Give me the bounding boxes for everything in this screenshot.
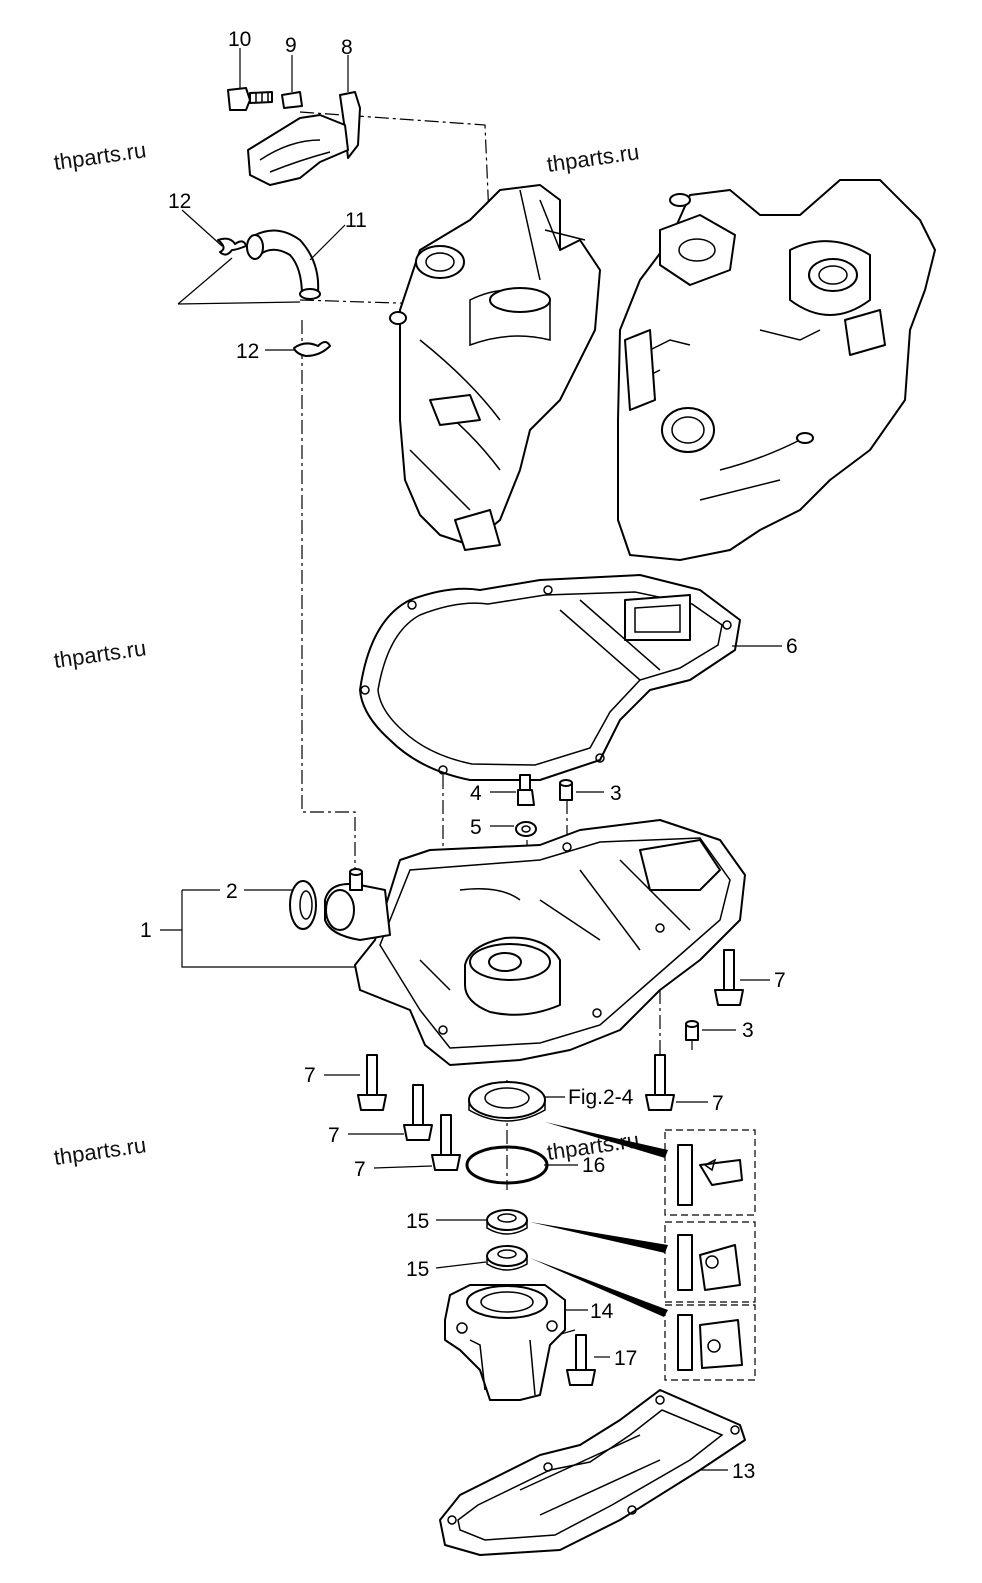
exhaust-cover-left <box>389 184 601 551</box>
clip-brace <box>177 257 301 305</box>
callout-17: 17 <box>614 1347 637 1370</box>
lower-case-1 <box>324 819 746 1066</box>
callout-6: 6 <box>786 635 798 658</box>
washer-5 <box>515 821 537 837</box>
callout-1: 1 <box>140 919 152 942</box>
callout-15-upper: 15 <box>406 1210 429 1233</box>
clip-12-upper <box>217 237 247 256</box>
collar-9 <box>281 91 303 109</box>
callout-2: 2 <box>226 880 238 903</box>
watermark-1: thparts.ru <box>52 137 148 175</box>
callout-13: 13 <box>732 1460 755 1483</box>
oil-seal-fig24 <box>468 1081 546 1122</box>
detail-inset-seal <box>664 1129 756 1216</box>
callout-12-upper: 12 <box>168 190 191 213</box>
bolt-17 <box>566 1334 596 1386</box>
bolt-7-b <box>403 1084 433 1141</box>
callout-10: 10 <box>228 28 251 51</box>
detail-inset-bearing-2 <box>664 1304 756 1381</box>
bolt-7-c <box>431 1114 461 1171</box>
housing-14 <box>444 1284 566 1401</box>
callout-7-left-b: 7 <box>328 1124 340 1147</box>
bearing-15-lower <box>486 1245 528 1271</box>
clip-12-lower <box>293 341 331 357</box>
callout-labels: 10 9 8 12 11 12 6 4 3 5 2 1 7 3 7 Fig.2-… <box>140 28 798 1483</box>
gasket-13 <box>439 1389 746 1556</box>
callout-8: 8 <box>341 36 353 59</box>
bolt-10 <box>227 87 273 111</box>
plug-4 <box>517 774 535 806</box>
callout-9: 9 <box>285 34 297 57</box>
callout-15-lower: 15 <box>406 1258 429 1281</box>
bracket-8 <box>247 91 361 186</box>
callout-7-right-lower: 7 <box>712 1092 724 1115</box>
callout-7-left-c: 7 <box>354 1158 366 1181</box>
callout-3-upper: 3 <box>610 782 622 805</box>
leader-lines <box>160 48 782 1471</box>
callout-11: 11 <box>345 209 367 232</box>
bolt-7-e <box>645 1054 675 1111</box>
callout-14: 14 <box>590 1300 614 1323</box>
detail-inset-bearing-1 <box>664 1221 756 1303</box>
watermark-5: thparts.ru <box>52 1132 148 1170</box>
hose-11 <box>246 229 321 300</box>
watermark-2: thparts.ru <box>545 139 641 177</box>
bolt-7-d <box>714 949 744 1006</box>
seal-2 <box>289 880 317 930</box>
callout-12-lower: 12 <box>236 340 259 363</box>
watermark-3: thparts.ru <box>52 635 148 673</box>
cylinder-block-right <box>617 179 936 561</box>
callout-fig-2-4: Fig.2-4 <box>568 1086 634 1109</box>
gasket-6 <box>359 574 741 781</box>
dowel-3-lower <box>685 1020 699 1041</box>
pointer-arrows <box>530 1122 668 1317</box>
bearing-15-upper <box>486 1209 528 1235</box>
callout-7-left-a: 7 <box>304 1064 316 1087</box>
callout-3-lower: 3 <box>742 1019 754 1042</box>
callout-16: 16 <box>582 1154 605 1177</box>
callout-4: 4 <box>470 782 482 805</box>
callout-5: 5 <box>470 816 482 839</box>
dowel-3-upper <box>559 779 573 801</box>
bolt-7-a <box>357 1054 387 1111</box>
callout-7-right-upper: 7 <box>774 969 786 992</box>
